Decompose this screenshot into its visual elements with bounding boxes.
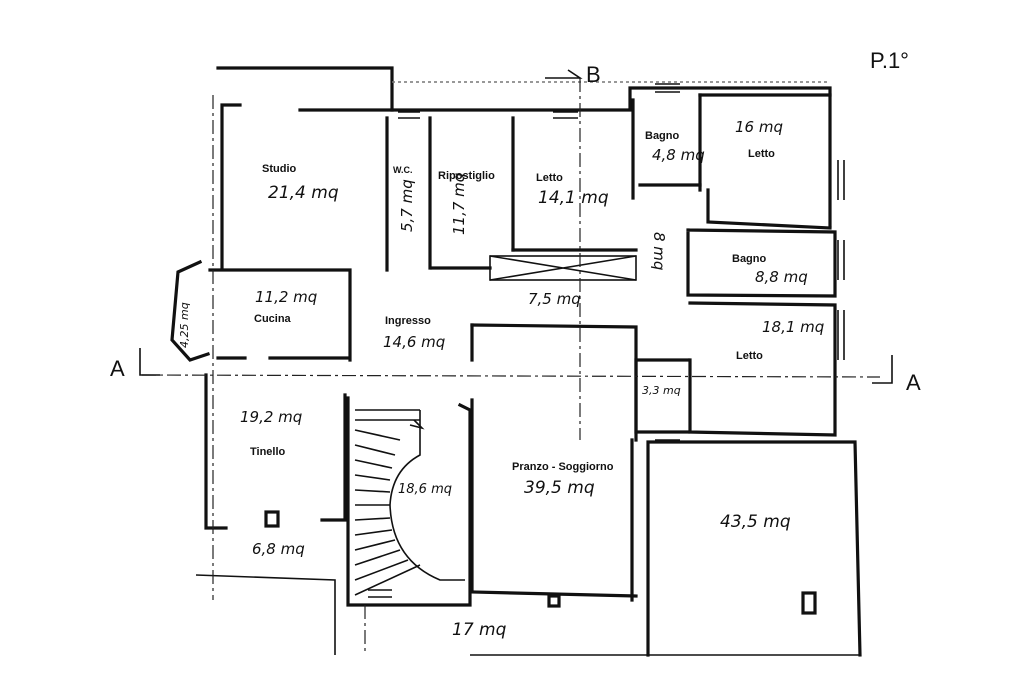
bay-window [170,259,211,362]
wc-label: W.C. [393,165,413,175]
ripostiglio-area: 11,7 mq [450,172,468,235]
north-wall [298,86,832,227]
letto2-south-wall [698,93,832,230]
south-balcony-line [195,574,860,656]
studio-label: Studio [262,163,297,175]
section-a-right-label: A [906,370,921,395]
section-a-left-label: A [110,356,125,381]
letto3-label: Letto [736,350,763,362]
bagno2-area: 8,8 mq [755,268,808,286]
section-a-left-arrow [139,348,160,376]
bagno1-area: 4,8 mq [652,146,705,164]
ingresso-area: 14,6 mq [383,333,446,351]
terrace-pillar [801,591,817,615]
section-a-right-arrow [872,355,893,384]
balcone-tinello-area: 6,8 mq [252,540,305,558]
terrace-walls [646,440,862,657]
tinello-label: Tinello [250,446,286,458]
pranzo-south-wall [470,590,638,598]
balcone-sud-area: 17 mq [452,620,507,640]
cucina-label: Cucina [254,313,291,325]
studio-area: 21,4 mq [268,183,339,203]
letto3-walls [688,301,837,437]
section-b-arrow [545,69,583,79]
bagno2-label: Bagno [732,253,767,265]
section-b-label: B [586,62,601,87]
bay-area: 4,25 mq [178,302,191,348]
tinello-walls [204,373,347,530]
ingresso-label: Ingresso [385,315,431,327]
pranzo-label: Pranzo - Soggiorno [512,461,614,473]
stair-arrow [409,419,425,430]
bagno2-walls [686,228,837,298]
letto2-area: 16 mq [735,118,783,136]
scala-area: 18,6 mq [398,482,452,497]
tinello-pillar [264,510,280,528]
disimpegno-area: 8 mq [650,232,668,271]
tinello-area: 19,2 mq [240,408,303,426]
pranzo-north-wall [470,323,638,442]
letto2-label: Letto [748,148,775,160]
studio-wall [220,103,242,270]
balcony-pillar [547,594,561,608]
ripostiglio-label: Ripostiglio [438,170,495,182]
stair-walls [346,396,472,607]
letto1-area: 14,1 mq [538,188,609,208]
terrazza-area: 43,5 mq [720,512,791,532]
letto1-label: Letto [536,172,563,184]
cucina-area: 11,2 mq [255,288,318,306]
stair-treads [354,409,421,596]
pranzo-area: 39,5 mq [524,478,595,498]
closet-area: 3,3 mq [642,384,681,397]
wc-area: 5,7 mq [398,179,416,232]
stair-well [389,410,465,581]
section-line-a [141,374,881,378]
corridoio-area: 7,5 mq [528,290,581,308]
letto3-area: 18,1 mq [762,318,825,336]
wardrobe-cross [489,255,637,281]
top-terrace-outline [216,66,394,112]
window-marks [368,83,845,598]
bagno1-label: Bagno [645,130,680,142]
floor-label: P.1° [870,48,909,73]
cucina-walls [208,268,352,362]
